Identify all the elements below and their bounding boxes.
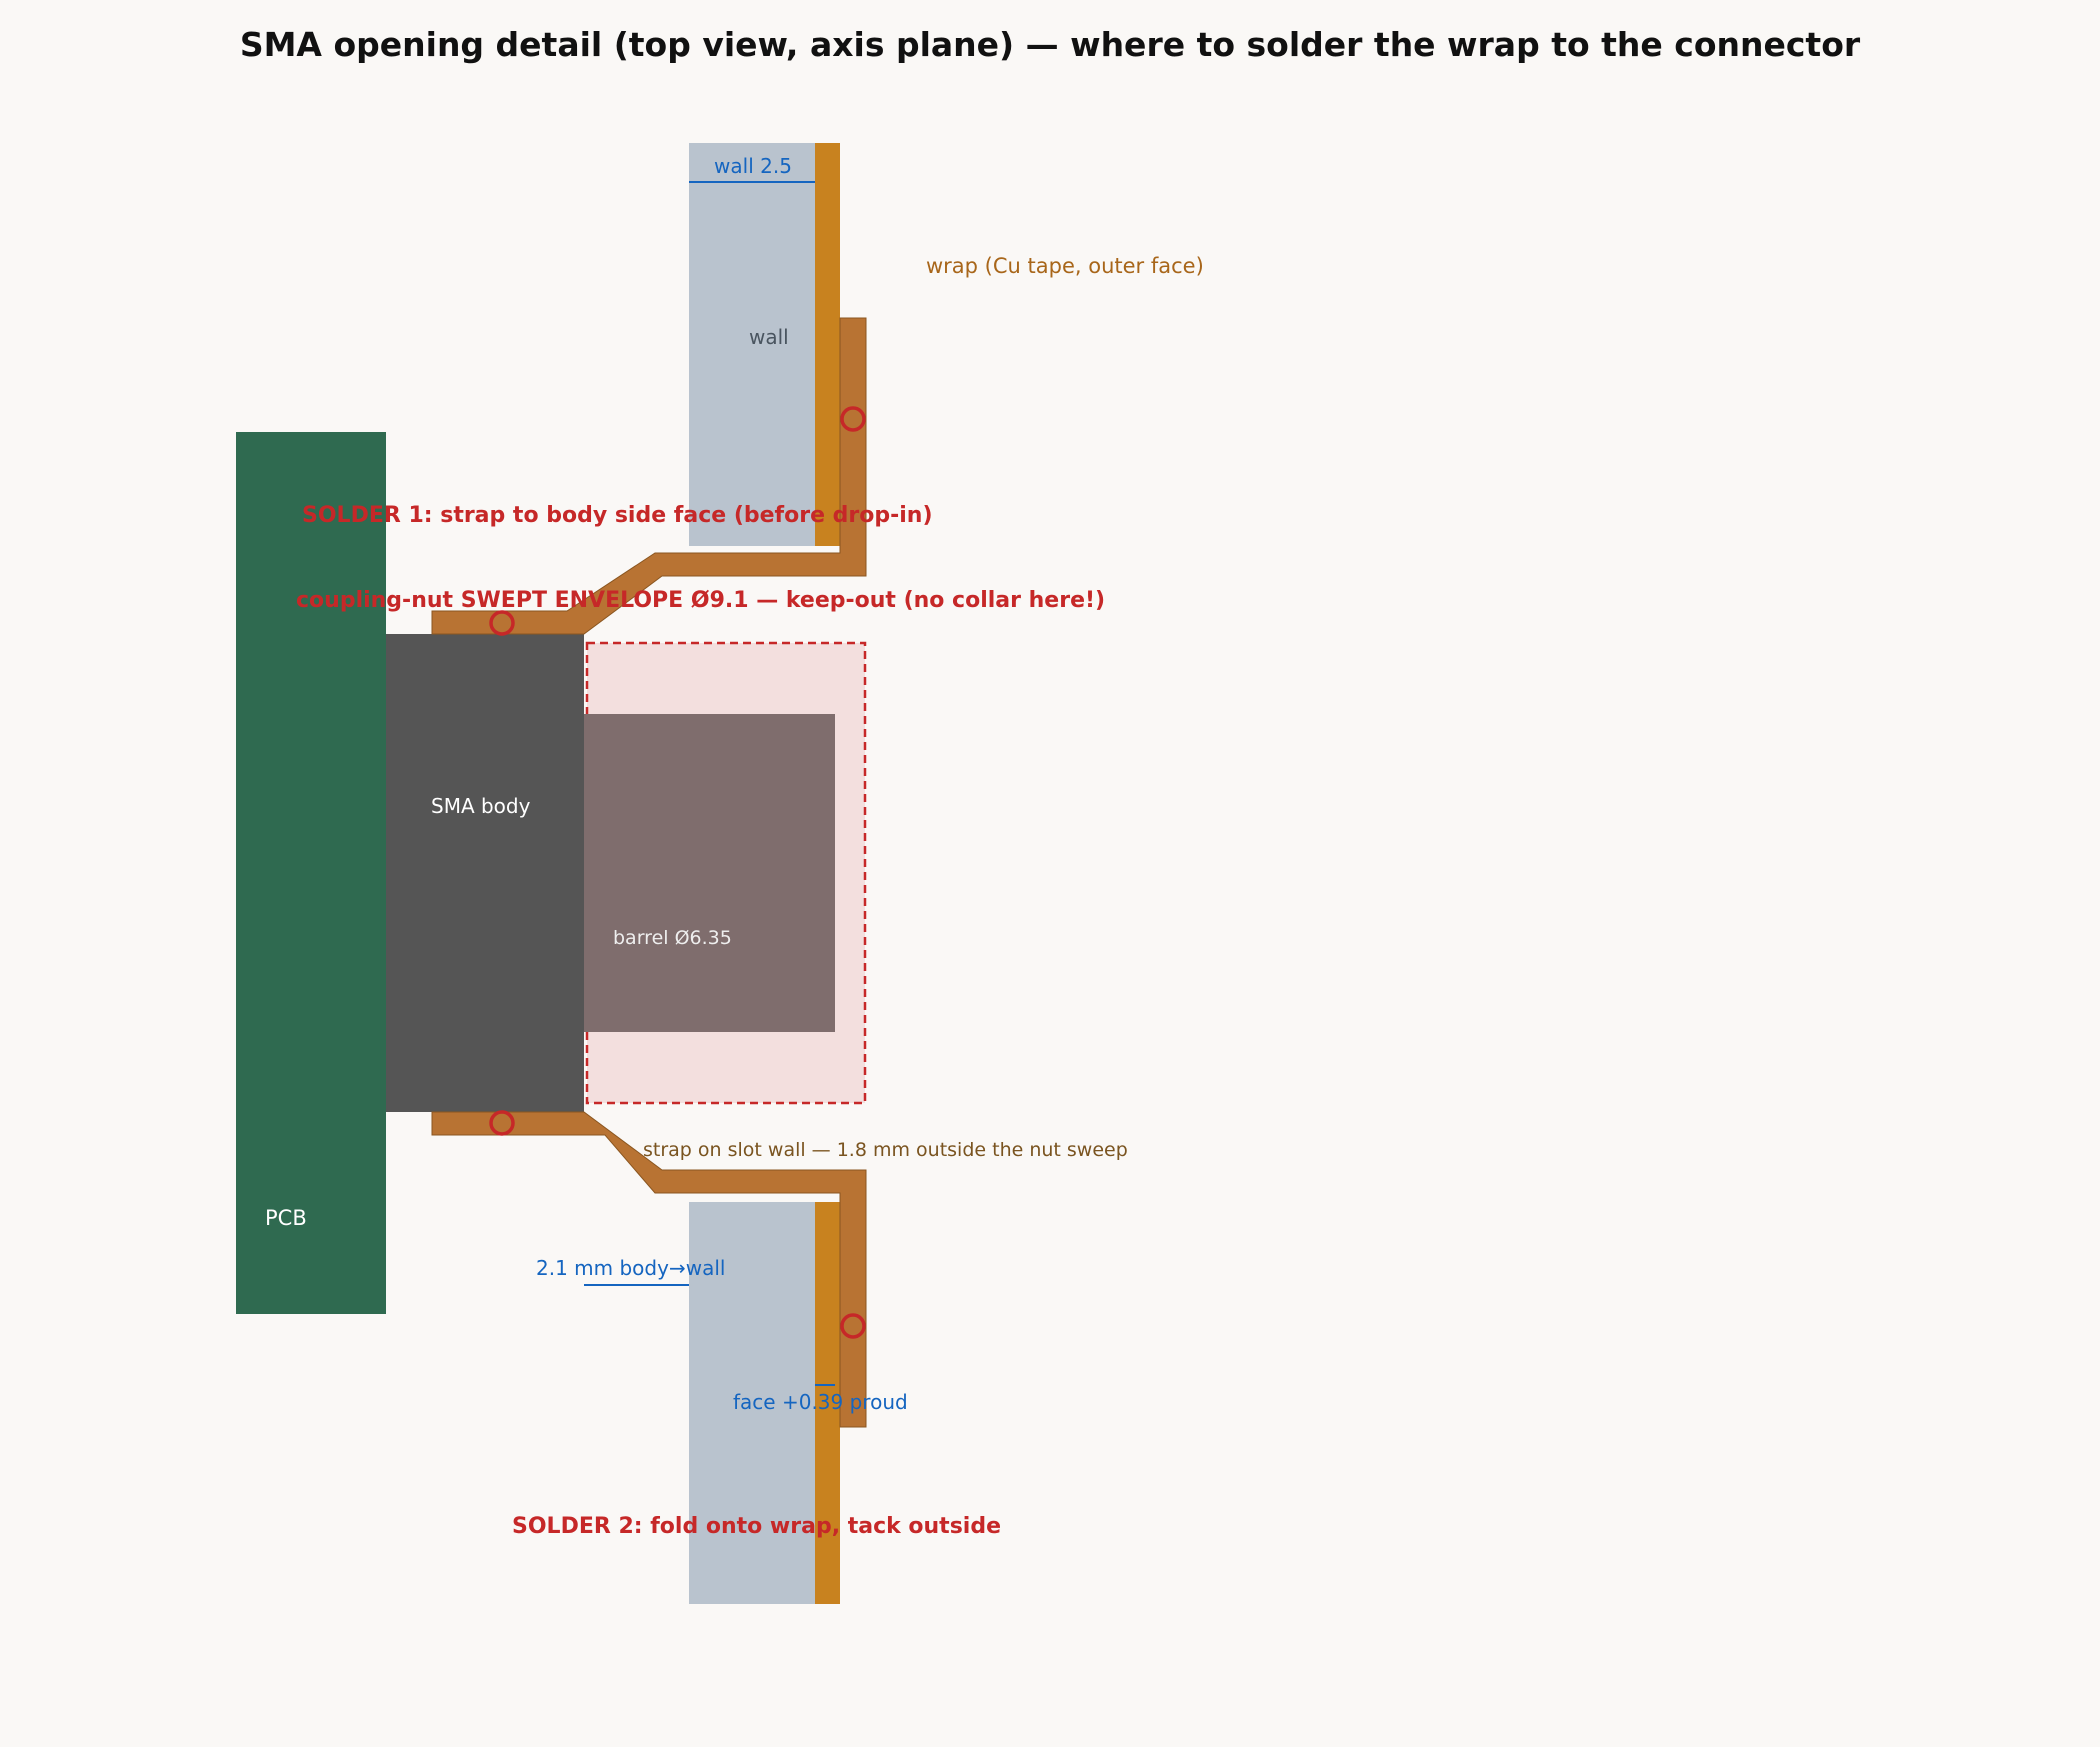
sma-body-label: SMA body bbox=[431, 794, 531, 818]
wall-label: wall bbox=[749, 325, 789, 349]
pcb-label: PCB bbox=[265, 1206, 307, 1230]
wall-dimension-label: wall 2.5 bbox=[714, 154, 792, 178]
diagram-title: SMA opening detail (top view, axis plane… bbox=[240, 25, 1861, 64]
bottom-wall bbox=[689, 1202, 815, 1604]
barrel bbox=[584, 714, 835, 1032]
sma-body bbox=[386, 634, 584, 1112]
strap-note: strap on slot wall — 1.8 mm outside the … bbox=[643, 1139, 1128, 1161]
wrap-label: wrap (Cu tape, outer face) bbox=[926, 254, 1204, 278]
barrel-label: barrel Ø6.35 bbox=[613, 927, 732, 949]
solder-mark-bottom-wrap bbox=[840, 1313, 866, 1339]
solder-mark-top-body bbox=[489, 610, 515, 636]
solder-mark-top-wrap bbox=[840, 406, 866, 432]
top-wall bbox=[689, 143, 815, 546]
solder2-label: SOLDER 2: fold onto wrap, tack outside bbox=[512, 1514, 1001, 1539]
bottom-strap bbox=[431, 1111, 867, 1428]
top-strap bbox=[431, 317, 867, 635]
top-wrap-tape bbox=[815, 143, 840, 546]
solder-mark-bottom-body bbox=[489, 1110, 515, 1136]
body-wall-label: 2.1 mm body→wall bbox=[536, 1256, 725, 1280]
pcb bbox=[236, 432, 386, 1314]
solder1-label: SOLDER 1: strap to body side face (befor… bbox=[302, 503, 933, 528]
keepout-label: coupling-nut SWEPT ENVELOPE Ø9.1 — keep-… bbox=[296, 588, 1105, 613]
bottom-wrap-tape bbox=[815, 1202, 840, 1604]
face-proud-label: face +0.39 proud bbox=[733, 1390, 908, 1414]
